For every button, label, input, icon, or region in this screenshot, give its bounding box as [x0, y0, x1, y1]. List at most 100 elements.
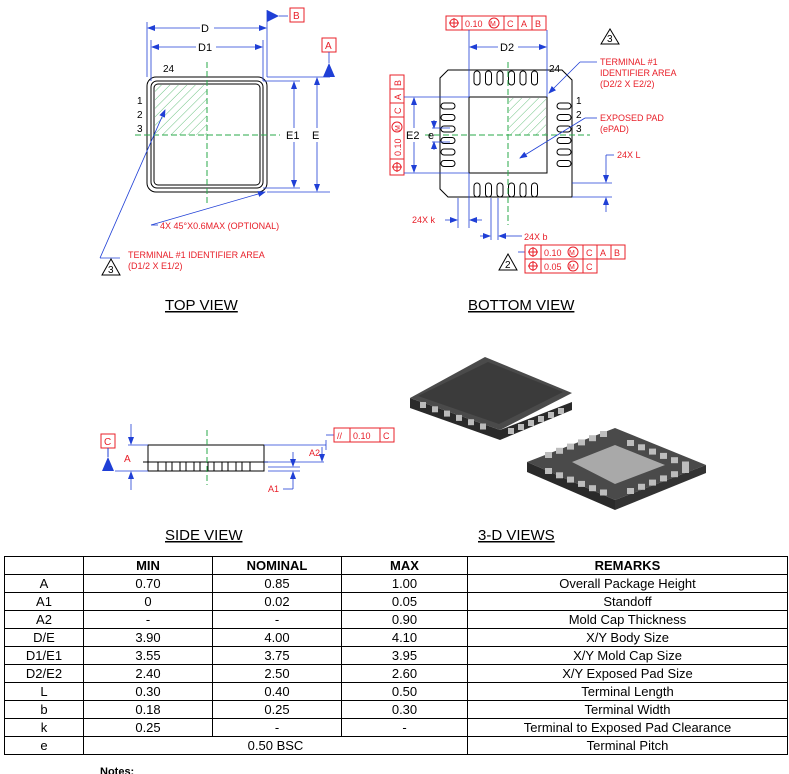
3d-terminal — [638, 483, 645, 490]
table-cell: Terminal Width — [467, 700, 788, 719]
side-terminal — [227, 461, 237, 472]
fcf-left-c: C — [393, 107, 403, 114]
dim-D1-label: D1 — [198, 42, 212, 54]
3d-terminal — [528, 420, 534, 426]
3d-terminal — [556, 472, 563, 479]
3d-terminal — [638, 444, 645, 451]
table-cell: D1/E1 — [4, 646, 84, 665]
side-view: C A // 0.10 C A2 A1 SIDE VIEW — [100, 424, 395, 544]
table-cell: 0.70 — [83, 574, 213, 593]
dim-L-label: 24X L — [617, 150, 641, 160]
side-terminal — [199, 461, 209, 472]
dim-E2-label: E2 — [406, 130, 419, 142]
3d-package-bottom — [527, 428, 706, 510]
3d-terminal — [567, 443, 574, 450]
3d-terminal — [600, 489, 607, 496]
table-cell: 4.00 — [212, 628, 342, 647]
table-cell: 2.40 — [83, 664, 213, 683]
3d-terminal — [558, 408, 564, 414]
terminal-pad — [508, 70, 515, 86]
fcf-b1-a: A — [600, 248, 606, 258]
table-cell: 0.25 — [83, 718, 213, 737]
table-cell: 3.95 — [341, 646, 468, 665]
bottom-callout-3: 3 — [607, 34, 613, 45]
3d-views-title: 3-D VIEWS — [478, 527, 555, 544]
dim-A-label: A — [124, 454, 131, 465]
terminal-pad — [485, 70, 492, 86]
terminal-pad — [473, 182, 481, 198]
terminal-pad — [440, 160, 456, 167]
table-cell: 3.55 — [83, 646, 213, 665]
top-terminal-note-2: (D1/2 X E1/2) — [128, 261, 183, 271]
table-cell: 0.18 — [83, 700, 213, 719]
3d-terminal — [589, 485, 596, 492]
table-cell: 0.50 BSC — [83, 736, 468, 755]
table-cell: Terminal Length — [467, 682, 788, 701]
epad-note-1: EXPOSED PAD — [600, 113, 664, 123]
top-terminal-note-1: TERMINAL #1 IDENTIFIER AREA — [128, 250, 265, 260]
3d-terminal — [671, 457, 678, 464]
3d-terminal — [545, 452, 552, 458]
table-cell: 3.90 — [83, 628, 213, 647]
dim-A2-label: A2 — [309, 448, 320, 458]
dim-b-label: 24X b — [524, 232, 548, 242]
fcf-par-tol: 0.10 — [353, 431, 371, 441]
bottom-pin-3: 3 — [576, 124, 582, 135]
fcf-left-mod: M — [395, 125, 402, 131]
3d-terminal — [627, 440, 634, 446]
table-cell: X/Y Exposed Pad Size — [467, 664, 788, 683]
side-terminal — [213, 461, 223, 472]
col-header-min: MIN — [83, 556, 213, 575]
fcf-left-tol: 0.10 — [393, 138, 403, 156]
table-cell: L — [4, 682, 84, 701]
datum-A: A — [325, 41, 332, 52]
3d-terminal — [508, 428, 514, 434]
3d-terminal — [578, 480, 585, 487]
3d-terminal — [682, 467, 689, 473]
terminal-pad — [519, 182, 527, 198]
3d-terminal — [468, 419, 474, 426]
fcf-parallelism: // 0.10 C — [333, 427, 395, 443]
table-cell: 0.30 — [341, 700, 468, 719]
table-cell: Mold Cap Thickness — [467, 610, 788, 629]
table-cell: Standoff — [467, 592, 788, 611]
terminal-pad — [440, 125, 456, 133]
bottom-pin-1: 1 — [576, 96, 582, 107]
terminal-pad — [519, 70, 527, 86]
datum-B: B — [293, 11, 300, 22]
table-cell: Overall Package Height — [467, 574, 788, 593]
dim-k-label: 24X k — [412, 215, 436, 225]
side-terminal — [157, 461, 167, 472]
table-cell: 0 — [83, 592, 213, 611]
bottom-pin1-area — [509, 98, 546, 135]
3d-terminal — [420, 402, 426, 408]
terminal-pad — [556, 102, 572, 110]
table-cell: X/Y Body Size — [467, 628, 788, 647]
terminal-pad — [508, 182, 515, 198]
fcf-b1-mod: M — [569, 250, 575, 257]
side-view-title: SIDE VIEW — [165, 527, 243, 544]
terminal-pad — [531, 182, 538, 198]
fcf-left-b: B — [393, 80, 403, 86]
terminal-pad — [496, 182, 504, 198]
3d-terminal — [649, 479, 656, 486]
bottom-callout-2: 2 — [505, 260, 511, 271]
fcf-par-sym: // — [337, 431, 343, 441]
table-cell: e — [4, 736, 84, 755]
pin1-identifier-area — [155, 85, 207, 135]
epad-note-2: (ePAD) — [600, 124, 629, 134]
table-cell: 3.75 — [212, 646, 342, 665]
fcf-b2-mod: M — [569, 264, 575, 271]
bottom-pin-24: 24 — [549, 64, 561, 75]
table-cell: Terminal Pitch — [467, 736, 788, 755]
table-cell: 0.50 — [341, 682, 468, 701]
dim-D-label: D — [201, 23, 209, 35]
3d-terminal — [556, 447, 563, 454]
terminal-pad — [556, 160, 572, 167]
table-cell: X/Y Mold Cap Size — [467, 646, 788, 665]
3d-terminal — [444, 410, 450, 417]
